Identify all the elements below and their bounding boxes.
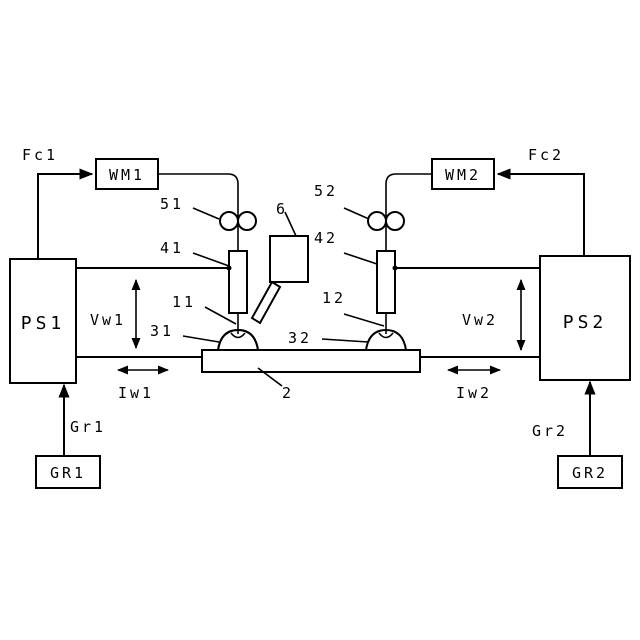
fc1-label: Fc1: [22, 146, 58, 164]
ref-11-label: 11: [172, 293, 196, 311]
feed-roller-51b-icon: [238, 212, 256, 230]
gr2-label: GR2: [572, 464, 608, 482]
ref-2-label: 2: [282, 384, 294, 402]
leader-52: [344, 208, 369, 219]
fc1-signal-line: [38, 174, 92, 259]
iw2-label: Iw2: [456, 384, 492, 402]
workpiece-2: [202, 350, 420, 372]
ref-6-label: 6: [276, 200, 288, 218]
feed-roller-52b-icon: [386, 212, 404, 230]
ref-41-label: 41: [160, 239, 184, 257]
vw1-label: Vw1: [90, 311, 126, 329]
sensor-6: [270, 236, 308, 282]
leader-42: [344, 253, 377, 264]
wm2-label: WM2: [445, 166, 481, 184]
torch-42: [377, 251, 395, 313]
fc2-label: Fc2: [528, 146, 564, 164]
fc2-signal-line: [498, 174, 584, 256]
ref-31-label: 31: [150, 322, 174, 340]
gr1-signal-label: Gr1: [70, 418, 106, 436]
leader-32: [322, 339, 368, 342]
ps1-torch-node: [227, 266, 232, 271]
feed-roller-52a-icon: [368, 212, 386, 230]
leader-12: [344, 314, 384, 326]
leader-51: [193, 208, 219, 219]
wm1-label: WM1: [109, 166, 145, 184]
vw2-label: Vw2: [462, 311, 498, 329]
leader-31: [183, 336, 219, 342]
ref-12-label: 12: [322, 289, 346, 307]
ref-32-label: 32: [288, 329, 312, 347]
iw1-label: Iw1: [118, 384, 154, 402]
feed-roller-51a-icon: [220, 212, 238, 230]
ps2-label: PS2: [563, 312, 608, 333]
ps2-torch-node: [393, 266, 398, 271]
ref-52-label: 52: [314, 182, 338, 200]
sensor-6-lens: [252, 282, 280, 323]
leader-41: [193, 253, 229, 266]
ref-42-label: 42: [314, 229, 338, 247]
ps1-label: PS1: [21, 313, 66, 334]
gr2-signal-label: Gr2: [532, 422, 568, 440]
ref-51-label: 51: [160, 195, 184, 213]
gr1-label: GR1: [50, 464, 86, 482]
torch-41: [229, 251, 247, 313]
